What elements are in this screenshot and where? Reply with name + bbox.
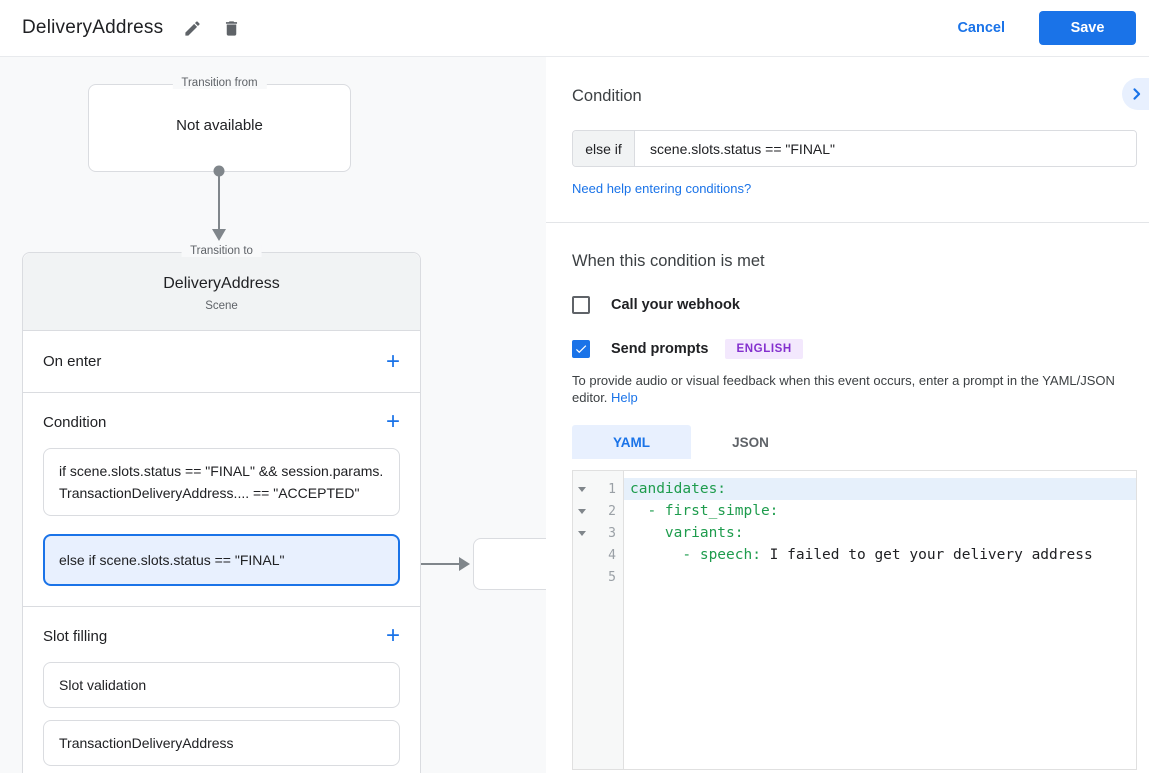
transition-from-box: Transition from Not available — [88, 77, 351, 172]
condition-item-selected[interactable]: else if scene.slots.status == "FINAL" — [43, 534, 400, 586]
chevron-right-icon — [1133, 88, 1141, 100]
line-number: 4 — [608, 547, 616, 563]
tab-json[interactable]: JSON — [732, 434, 769, 450]
prompt-help-link[interactable]: Help — [611, 390, 638, 405]
scene-card: Transition to DeliveryAddress Scene On e… — [22, 245, 421, 773]
slot-item[interactable]: TransactionDeliveryAddress — [43, 720, 400, 766]
line-number: 3 — [608, 525, 616, 541]
flow-canvas: Transition from Not available Transition… — [0, 57, 546, 773]
condition-expression-input[interactable] — [635, 131, 1136, 166]
send-prompts-checkbox[interactable] — [572, 340, 590, 358]
condition-editor-panel: Condition else if Need help entering con… — [546, 57, 1149, 773]
fold-toggle[interactable] — [573, 486, 590, 492]
condition-section-title: Condition — [43, 413, 107, 431]
editor-tabs: YAML JSON — [572, 425, 1137, 459]
fold-toggle[interactable] — [573, 530, 590, 536]
checkmark-icon — [575, 345, 587, 354]
on-enter-section: On enter + — [23, 331, 420, 393]
webhook-label: Call your webhook — [611, 297, 740, 313]
section-divider — [546, 222, 1149, 223]
transition-to-label: Transition to — [181, 245, 262, 257]
slot-filling-section: Slot filling + Slot validation Transacti… — [23, 607, 420, 773]
yaml-code-editor[interactable]: 1 2 3 4 5 candidates: - first_simple: — [572, 470, 1137, 770]
transition-from-content: Not available — [176, 116, 263, 134]
fold-arrow-icon — [577, 530, 586, 536]
line-number: 1 — [608, 481, 616, 497]
condition-prefix: else if — [573, 131, 635, 166]
edit-title-button[interactable] — [177, 13, 208, 44]
send-prompts-row: Send prompts ENGLISH — [572, 339, 1137, 359]
editor-gutter: 1 2 3 4 5 — [573, 471, 624, 769]
delete-scene-button[interactable] — [216, 13, 247, 44]
code-line: - first_simple: — [630, 503, 779, 519]
editor-code-area[interactable]: candidates: - first_simple: variants: - … — [624, 471, 1136, 769]
scene-name: DeliveryAddress — [163, 275, 280, 292]
webhook-row: Call your webhook — [572, 296, 1137, 314]
scene-type: Scene — [205, 300, 238, 312]
trash-icon — [226, 20, 238, 36]
cancel-button[interactable]: Cancel — [957, 20, 1005, 36]
condition-section: Condition + if scene.slots.status == "FI… — [23, 393, 420, 607]
code-line: candidates: — [624, 478, 1136, 500]
when-met-title: When this condition is met — [572, 252, 765, 270]
webhook-checkbox[interactable] — [572, 296, 590, 314]
add-on-enter-button[interactable]: + — [385, 347, 400, 375]
top-bar: DeliveryAddress Cancel Save — [0, 0, 1149, 57]
line-number: 2 — [608, 503, 616, 519]
fold-arrow-icon — [577, 508, 586, 514]
condition-expression-row: else if — [572, 130, 1137, 167]
transition-target-box[interactable] — [473, 538, 546, 590]
slot-item[interactable]: Slot validation — [43, 662, 400, 708]
prompt-description: To provide audio or visual feedback when… — [572, 373, 1115, 405]
code-line: - speech: I failed to get your delivery … — [630, 547, 1093, 563]
pencil-icon — [185, 20, 200, 36]
on-enter-title: On enter — [43, 353, 102, 370]
code-line — [624, 566, 1136, 588]
save-button[interactable]: Save — [1039, 11, 1136, 45]
transition-from-label: Transition from — [172, 77, 267, 89]
fold-toggle[interactable] — [573, 508, 590, 514]
add-condition-button[interactable]: + — [385, 408, 400, 435]
line-number: 5 — [608, 569, 616, 585]
add-slot-button[interactable]: + — [385, 622, 400, 649]
code-line: variants: — [630, 525, 744, 541]
page-title: DeliveryAddress — [22, 17, 164, 38]
conditions-help-link[interactable]: Need help entering conditions? — [572, 181, 752, 196]
collapse-panel-button[interactable] — [1122, 78, 1149, 110]
condition-item[interactable]: if scene.slots.status == "FINAL" && sess… — [43, 448, 400, 516]
send-prompts-label: Send prompts — [611, 341, 709, 357]
scene-card-header: Transition to DeliveryAddress Scene — [23, 245, 420, 331]
fold-arrow-icon — [577, 486, 586, 492]
panel-title: Condition — [572, 87, 642, 105]
slot-filling-title: Slot filling — [43, 627, 108, 645]
tab-yaml[interactable]: YAML — [572, 425, 691, 459]
language-badge: ENGLISH — [725, 339, 803, 359]
